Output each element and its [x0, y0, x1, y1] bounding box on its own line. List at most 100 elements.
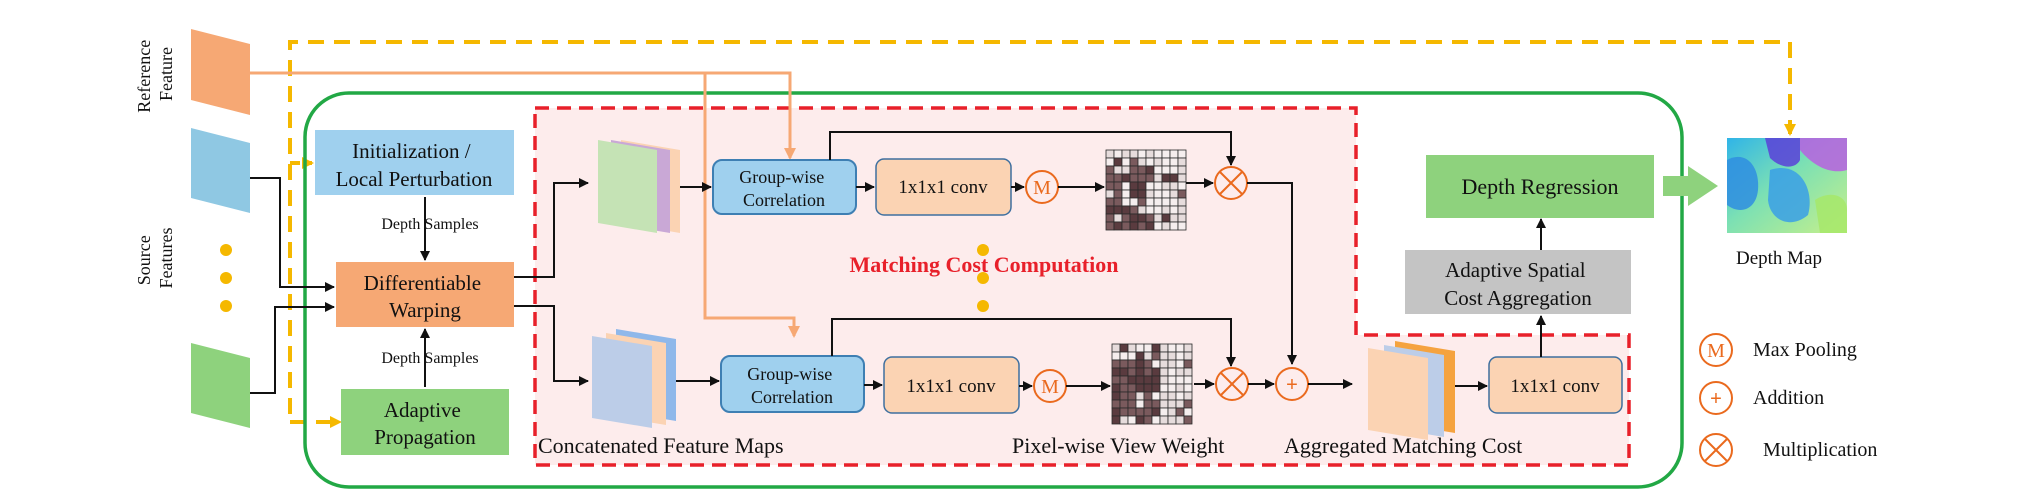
patchmatch-module-container [303, 91, 1684, 489]
legend-maxpool-symbol: M [1707, 340, 1725, 362]
weight-grid-cell [1145, 221, 1155, 231]
source-feature-map-2 [191, 343, 250, 428]
weight-grid-cell [1119, 391, 1129, 401]
weight-grid-cell [1159, 399, 1169, 409]
weight-grid-cell [1135, 383, 1145, 393]
weight-grid-cell [1167, 367, 1177, 377]
weight-grid-cell [1151, 343, 1161, 353]
weight-grid-cell [1151, 367, 1161, 377]
weight-grid-cell [1121, 165, 1131, 175]
weight-grid-cell [1175, 391, 1185, 401]
source-features-label: Source Features [134, 228, 176, 289]
weight-grid-cell [1153, 213, 1163, 223]
weight-grid-cell [1121, 189, 1131, 199]
weight-grid-cell [1175, 351, 1185, 361]
legend: M Max Pooling + Addition Multiplication [1699, 333, 1877, 467]
weight-grid-cell [1111, 375, 1121, 385]
weight-grid-cell [1161, 213, 1171, 223]
weight-grid-cell [1151, 375, 1161, 385]
weight-grid-cell [1111, 407, 1121, 417]
aggregated-cost-stack [1368, 341, 1455, 440]
weight-grid-cell [1153, 197, 1163, 207]
weight-grid-cell [1177, 213, 1187, 223]
depth-map-image [1727, 138, 1847, 233]
maxpool-symbol: M [1041, 376, 1059, 398]
weight-grid-cell [1111, 383, 1121, 393]
weight-grid-cell [1111, 391, 1121, 401]
weight-grid-cell [1177, 221, 1187, 231]
propagation-box-label: Adaptive Propagation [374, 398, 476, 449]
concatenated-feature-maps-label: Concatenated Feature Maps [538, 433, 784, 458]
weight-grid-cell [1135, 375, 1145, 385]
weight-grid-cell [1105, 189, 1115, 199]
weight-grid-cell [1127, 399, 1137, 409]
depth-samples-label-bottom: Depth Samples [381, 350, 478, 367]
weight-grid-cell [1151, 399, 1161, 409]
weight-grid-cell [1135, 407, 1145, 417]
weight-grid-cell [1167, 391, 1177, 401]
depth-regression-label: Depth Regression [1461, 174, 1618, 199]
weight-grid-cell [1153, 165, 1163, 175]
weight-grid-cell [1127, 415, 1137, 425]
weight-grid-cell [1119, 351, 1129, 361]
legend-multiplication-icon [1699, 433, 1733, 467]
weight-grid-cell [1137, 189, 1147, 199]
weight-grid-cell [1135, 367, 1145, 377]
weight-grid-cell [1169, 189, 1179, 199]
weight-grid-cell [1183, 367, 1193, 377]
weight-grid-cell [1145, 205, 1155, 215]
weight-grid-cell [1167, 351, 1177, 361]
depth-map-region [1727, 156, 1759, 210]
ellipsis-dot [220, 244, 232, 256]
weight-grid-cell [1169, 205, 1179, 215]
weight-grid-cell [1143, 375, 1153, 385]
weight-grid-cell [1121, 157, 1131, 167]
weight-grid-cell [1151, 351, 1161, 361]
source-feature-map-1 [191, 128, 250, 213]
pixel-wise-view-weight-label: Pixel-wise View Weight [1012, 433, 1224, 458]
weight-grid-cell [1159, 351, 1169, 361]
weight-grid-cell [1129, 173, 1139, 183]
weight-grid-cell [1183, 415, 1193, 425]
init-box-label: Initialization / Local Perturbation [336, 139, 493, 191]
weight-grid-cell [1119, 359, 1129, 369]
weight-grid-cell [1177, 165, 1187, 175]
weight-grid-cell [1159, 415, 1169, 425]
weight-grid-cell [1105, 165, 1115, 175]
weight-grid-cell [1151, 407, 1161, 417]
reference-line-top [250, 71, 796, 160]
weight-grid-cell [1111, 415, 1121, 425]
weight-grid-cell [1113, 221, 1123, 231]
weight-grid-cell [1167, 359, 1177, 369]
legend-multiplication-label: Multiplication [1763, 439, 1877, 461]
weight-grid-cell [1143, 399, 1153, 409]
weight-grid-cell [1169, 165, 1179, 175]
weight-grid-cell [1121, 205, 1131, 215]
weight-grid-cell [1137, 157, 1147, 167]
skip-line-bottom [831, 318, 1236, 367]
weight-grid-cell [1167, 407, 1177, 417]
weight-grid-cell [1153, 181, 1163, 191]
weight-grid-cell [1121, 149, 1131, 159]
weight-grid-cell [1161, 205, 1171, 215]
weight-grid-cell [1113, 181, 1123, 191]
weight-grid-cell [1169, 197, 1179, 207]
weight-grid-cell [1127, 375, 1137, 385]
arrow-source1-to-warp [250, 177, 335, 292]
ellipsis-dot [977, 244, 989, 256]
weight-grid-cell [1159, 407, 1169, 417]
warping-box [336, 262, 514, 327]
weight-grid-cell [1105, 213, 1115, 223]
weight-grid-cell [1111, 351, 1121, 361]
gwc-box-top-label: Group-wise Correlation [739, 167, 828, 210]
weight-grid-cell [1105, 205, 1115, 215]
legend-maxpool-icon [1699, 333, 1733, 367]
weight-grid-cell [1161, 197, 1171, 207]
weight-grid-cell [1135, 359, 1145, 369]
weight-grid-cell [1137, 149, 1147, 159]
weight-grid-cell [1129, 165, 1139, 175]
weight-grid-cell [1105, 197, 1115, 207]
weight-grid-cell [1151, 415, 1161, 425]
weight-grid-cell [1135, 391, 1145, 401]
weight-grid-cell [1129, 197, 1139, 207]
